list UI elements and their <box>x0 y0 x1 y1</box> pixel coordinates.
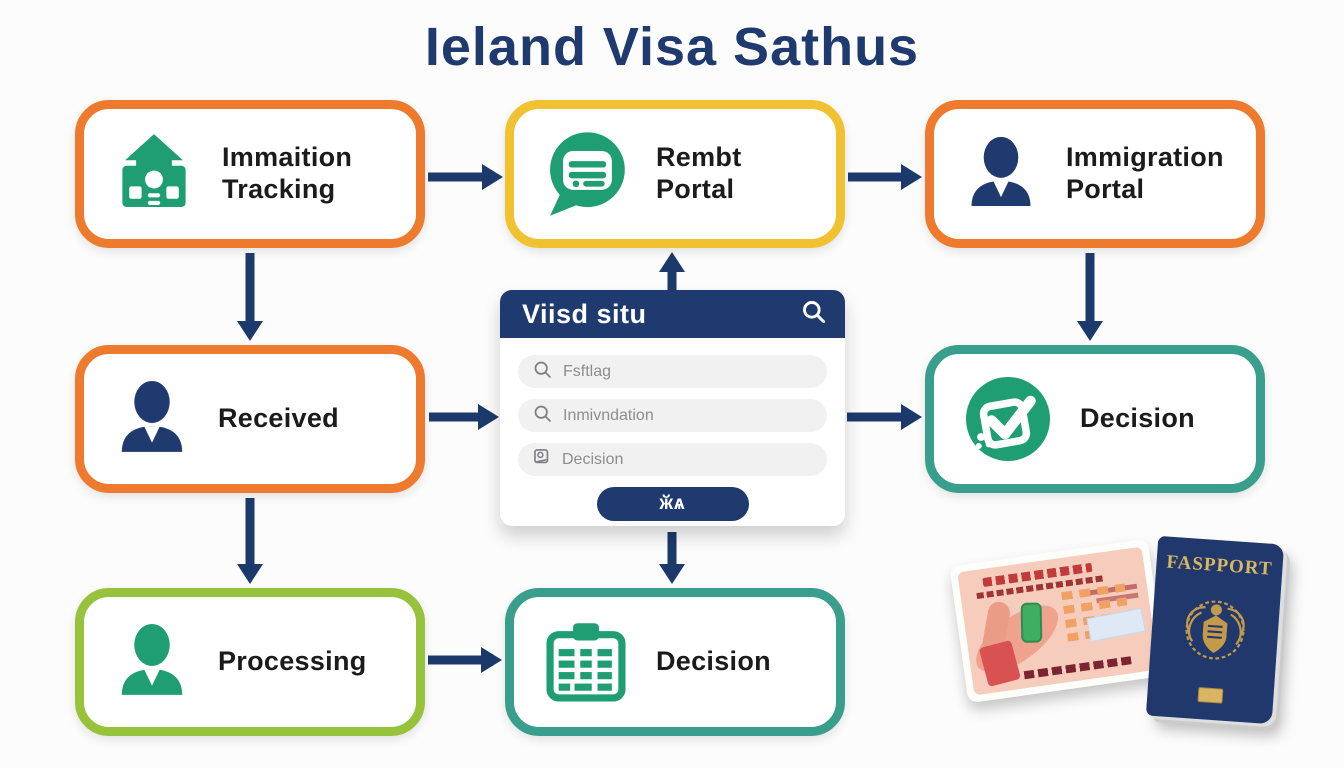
arrow-card-to-decision-final <box>659 532 685 584</box>
flow-box-label: Immaition Tracking <box>222 142 353 204</box>
flow-box-label: Immigration Portal <box>1066 142 1224 204</box>
flow-box-decision: Decision <box>925 345 1265 493</box>
arrow-tracking-to-received <box>237 253 263 341</box>
search-icon[interactable] <box>800 298 827 330</box>
person-icon <box>960 133 1042 215</box>
card-title: Viisd situ <box>522 298 647 329</box>
arrow-received-to-processing <box>237 498 263 584</box>
card-body: Fsftlag Inmivndation <box>500 338 845 521</box>
flow-box-label: Decision <box>656 646 771 677</box>
arrow-rembt-to-immigration <box>848 164 922 190</box>
flow-box-label: Processing <box>218 646 367 677</box>
flow-box-label: Decision <box>1080 403 1195 434</box>
flow-box-decision-final: Decision <box>505 588 845 736</box>
flow-box-label: Rembt Portal <box>656 142 742 204</box>
page-title: Ieland Visa Sathus <box>424 17 920 77</box>
flow-box-immaition-tracking: Immaition Tracking <box>75 100 425 248</box>
person-icon <box>110 377 194 461</box>
building-icon <box>110 130 198 218</box>
calendar-icon <box>540 616 632 708</box>
stamp-icon <box>532 447 552 472</box>
arrow-tracking-to-rembt <box>428 164 503 190</box>
passport-title: FASPPORT <box>1165 551 1274 580</box>
passport-image: FASPPORT <box>1145 535 1285 725</box>
search-field-text: Inmivndation <box>563 406 654 424</box>
eagle-emblem-icon <box>1166 583 1264 682</box>
visa-status-card: Viisd situ Fsftlag <box>500 290 845 526</box>
search-field-3[interactable]: Decision <box>518 443 827 476</box>
arrow-received-to-card <box>429 404 499 430</box>
flow-box-immigration-portal: Immigration Portal <box>925 100 1265 248</box>
flow-box-processing: Processing <box>75 588 425 736</box>
check-circle-icon <box>960 371 1056 467</box>
chat-bubble-icon <box>540 128 632 220</box>
passport-chip <box>1197 686 1224 704</box>
search-field-1[interactable]: Fsftlag <box>518 355 827 388</box>
arrow-immigration-to-decision <box>1077 253 1103 341</box>
flow-box-rembt-portal: Rembt Portal <box>505 100 845 248</box>
visa-decoration-mrz-line <box>1023 656 1132 680</box>
search-icon <box>532 359 553 385</box>
search-field-2[interactable]: Inmivndation <box>518 399 827 432</box>
arrow-processing-to-decision-final <box>428 647 502 673</box>
search-field-text: Decision <box>562 450 624 468</box>
visa-card-face <box>957 546 1159 696</box>
visa-card-image <box>949 538 1167 704</box>
flow-box-received: Received <box>75 345 425 493</box>
arrow-card-to-rembt <box>659 252 685 290</box>
search-field-text: Fsftlag <box>563 362 612 380</box>
submit-button[interactable]: ӂѧ <box>596 487 749 521</box>
arrow-card-to-decision <box>847 404 922 430</box>
flow-box-label: Received <box>218 403 339 434</box>
search-icon <box>532 403 553 429</box>
person-icon <box>110 620 194 704</box>
visa-decoration-green-stamp <box>1020 602 1043 643</box>
card-header: Viisd situ <box>500 290 845 338</box>
